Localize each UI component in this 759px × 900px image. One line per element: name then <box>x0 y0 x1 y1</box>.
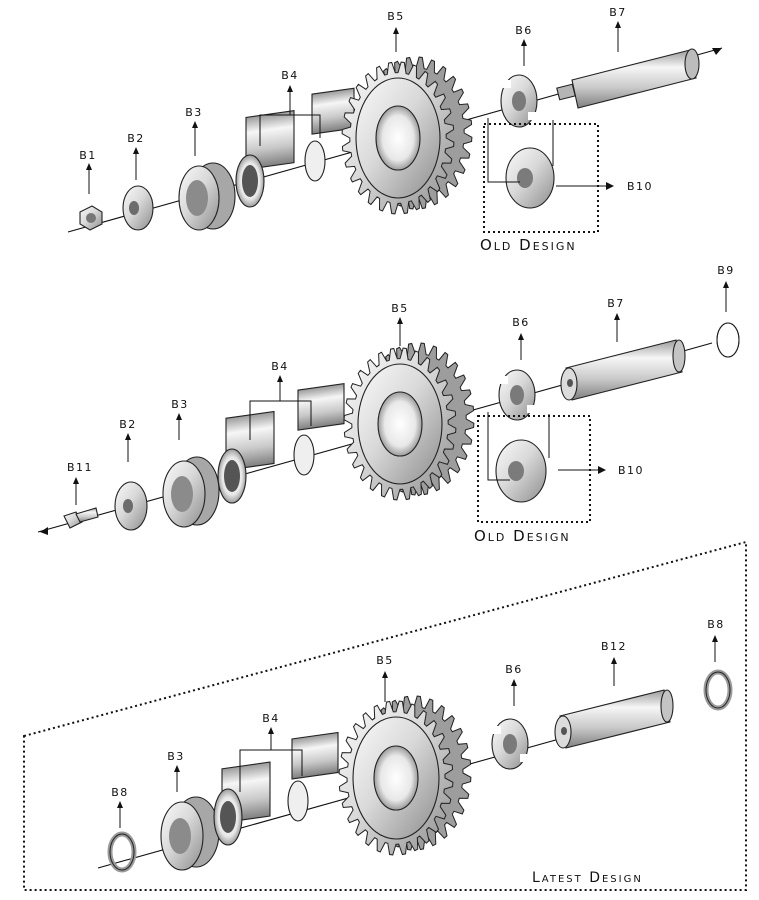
part-b9-retaining-ring <box>716 322 740 358</box>
assembly-middle: B11 B2 B3 B4 B5 B6 B7 B9 B10 Old Design <box>37 264 740 545</box>
part-b3-collar <box>160 796 220 871</box>
label-b12: B12 <box>601 640 627 653</box>
part-b11-bolt <box>63 507 99 529</box>
part-b10-washer <box>505 147 555 209</box>
label-b5: B5 <box>391 302 409 315</box>
old-design-box <box>483 123 599 233</box>
label-b3: B3 <box>167 750 185 763</box>
label-b4: B4 <box>281 69 299 82</box>
part-b7-shaft <box>556 48 700 109</box>
label-b10: B10 <box>627 180 653 193</box>
part-b8-retaining-ring <box>703 669 733 711</box>
part-b2-washer <box>122 185 154 231</box>
part-b4-needle-bearing <box>213 761 271 846</box>
part-b6-slotted-washer <box>498 369 536 421</box>
caption-latest-design: Latest Design <box>532 870 643 886</box>
label-b3: B3 <box>171 398 189 411</box>
part-b4-needle-bearing <box>235 110 295 208</box>
caption-old-design: Old Design <box>480 236 577 254</box>
label-b7: B7 <box>609 6 627 19</box>
label-b6: B6 <box>505 663 523 676</box>
part-b5-gear <box>338 695 472 856</box>
label-b10: B10 <box>618 464 644 477</box>
label-b5: B5 <box>376 654 394 667</box>
label-b8: B8 <box>111 786 129 799</box>
label-b8: B8 <box>707 618 725 631</box>
part-b6-slotted-washer <box>491 718 529 770</box>
label-arrows-middle <box>73 281 729 505</box>
part-b3-collar <box>162 456 220 528</box>
old-design-box <box>477 415 591 523</box>
label-b2: B2 <box>127 132 145 145</box>
label-b7: B7 <box>607 297 625 310</box>
part-b3-collar <box>178 162 236 231</box>
label-b2: B2 <box>119 418 137 431</box>
part-b7-shaft <box>560 339 686 401</box>
part-b4-sleeve <box>304 87 355 182</box>
label-b4: B4 <box>262 712 280 725</box>
label-b5: B5 <box>387 10 405 23</box>
part-b5-gear <box>343 342 475 501</box>
label-b6: B6 <box>515 24 533 37</box>
part-b10-washer <box>495 439 547 503</box>
part-b2-washer <box>114 481 148 531</box>
label-b3: B3 <box>185 106 203 119</box>
assembly-top: B1 B2 B3 B4 B5 B6 B7 B10 Old Design <box>67 6 723 254</box>
label-b11: B11 <box>67 461 93 474</box>
caption-old-design: Old Design <box>474 527 571 545</box>
part-b8-retaining-ring <box>107 831 137 873</box>
part-b1-nut <box>79 205 103 231</box>
part-b4-sleeve <box>293 383 345 476</box>
part-b5-gear <box>341 56 473 215</box>
assembly-latest: B8 B3 B4 B5 B6 B12 B8 Latest Design <box>23 540 747 891</box>
latest-design-box <box>23 540 747 891</box>
old-design-leader <box>487 118 520 183</box>
label-b6: B6 <box>512 316 530 329</box>
label-arrows-latest <box>117 635 718 828</box>
part-b4-sleeve <box>287 731 339 822</box>
part-b12-shaft <box>554 689 674 749</box>
label-arrows-top <box>86 21 621 194</box>
part-b4-needle-bearing <box>217 410 275 504</box>
part-b6-slotted-washer <box>500 74 538 128</box>
label-b9: B9 <box>717 264 735 277</box>
label-b4: B4 <box>271 360 289 373</box>
label-b1: B1 <box>79 149 97 162</box>
